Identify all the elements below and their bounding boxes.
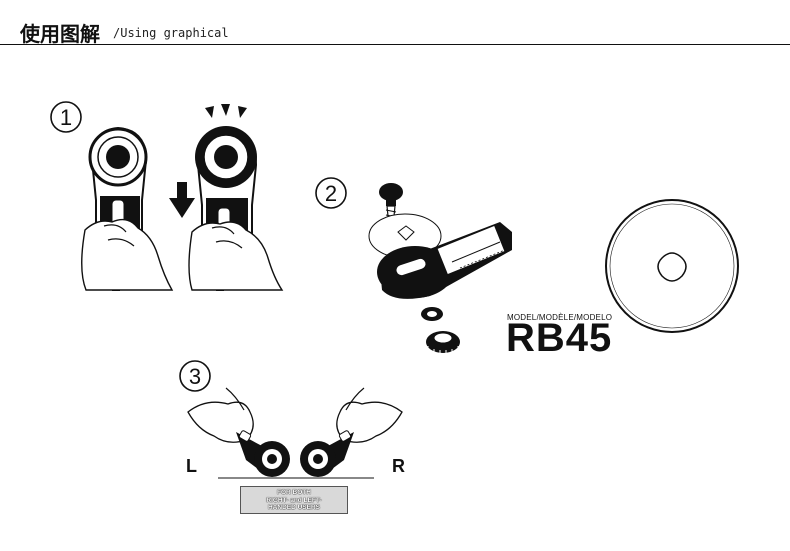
ambidextrous-badge: FOR BOTH RIGHT- and LEFT- HANDED USERS [240,486,348,514]
right-hand-label: R [392,456,405,476]
step-1-number: 1 [60,105,72,130]
page-title: 使用图解 [20,22,100,46]
model-label: MODEL/MODÈLE/MODELO [507,313,613,322]
washer-icon [421,307,443,321]
hand-icon [188,221,284,291]
page-subtitle: /Using graphical [113,26,229,40]
header-divider [0,44,790,45]
step-1: 1 [50,101,284,291]
badge-text: FOR BOTH RIGHT- and LEFT- HANDED USERS [241,489,347,512]
step-2-number: 2 [325,181,337,206]
step-2: 2 [315,177,739,356]
nut-icon [426,331,460,356]
hand-icon [81,218,174,291]
blade-icon [605,199,739,333]
hand-icon [336,387,403,443]
header: 使用图解 /Using graphical [0,0,790,46]
badge-line-2: RIGHT- and LEFT- [266,496,322,504]
rotary-cutter-icon [377,222,512,299]
rotary-cutter-icon [236,430,290,477]
arrow-down-icon [169,182,195,218]
step-1-badge: 1 [50,101,82,133]
model-code: RB45 [506,316,613,360]
badge-line-1: FOR BOTH [277,489,311,496]
badge-line-3: HANDED USERS [267,504,320,511]
rotary-cutter-icon [300,430,354,477]
step-3-badge: 3 [179,360,211,392]
step-3-number: 3 [189,364,201,389]
step-3: 3 [179,360,403,479]
left-hand-label: L [186,456,197,476]
step-2-badge: 2 [315,177,347,209]
hand-icon [187,387,254,443]
